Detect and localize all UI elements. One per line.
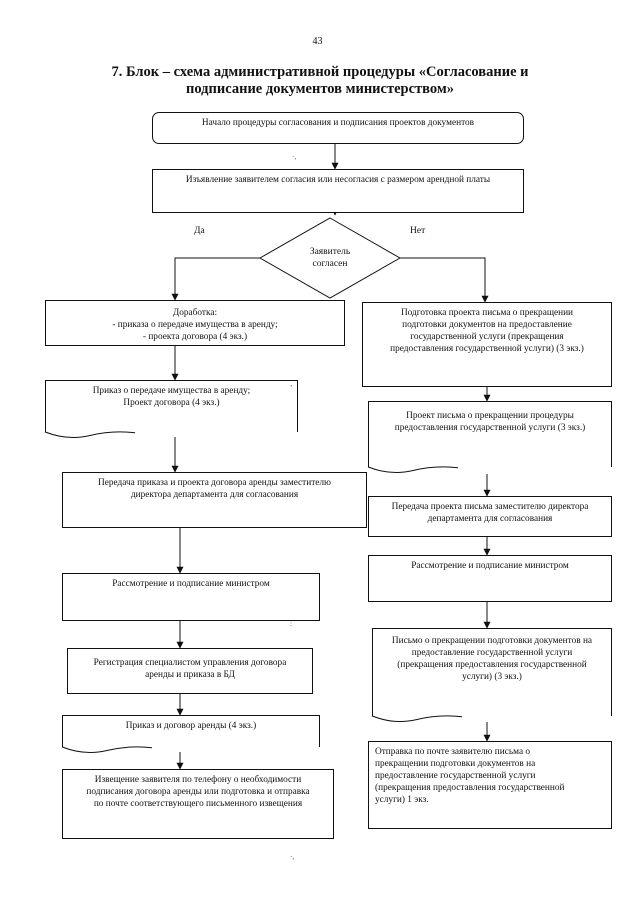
document-wave [45, 431, 135, 440]
minister-review-box-left: Рассмотрение и подписание министром [62, 573, 320, 621]
decision-label: Заявитель согласен [309, 247, 351, 269]
scan-speck: : [290, 620, 292, 628]
title-line-2: подписание документов министерством» [186, 81, 454, 97]
start-box: Начало процедуры согласования и подписан… [152, 112, 524, 144]
rework-box: Доработка: - приказа о передаче имуществ… [45, 300, 345, 346]
page-title: 7. Блок – схема административной процеду… [60, 64, 580, 98]
final-documents-box: Приказ и договор аренды (4 экз.) [62, 715, 320, 747]
registration-box: Регистрация специалистом управления дого… [67, 648, 313, 694]
document-wave [62, 746, 152, 755]
document-wave [372, 715, 462, 724]
notice-box: Извещение заявителя по телефону о необхо… [62, 769, 334, 839]
yes-label: Да [194, 226, 205, 236]
scan-speck: ʼ [290, 384, 293, 392]
statement-box: Изъявление заявителем согласия или несог… [152, 169, 524, 213]
arrow-decision-no [400, 257, 489, 303]
letter-document-box: Письмо о прекращении подготовки документ… [372, 628, 612, 716]
transfer-letter-box: Передача проекта письма заместителю дире… [368, 496, 612, 537]
title-line-1: 7. Блок – схема административной процеду… [111, 64, 529, 80]
draft-letter-document-box: Проект письма о прекращении процедуры пр… [368, 401, 612, 467]
mail-letter-box: Отправка по почте заявителю письма о пре… [368, 741, 612, 829]
order-document-box: Приказ о передаче имущества в аренду; Пр… [45, 380, 298, 432]
no-label: Нет [410, 226, 426, 236]
decision-diamond [258, 217, 402, 299]
transfer-order-box: Передача приказа и проекта договора арен… [62, 472, 367, 528]
scan-speck: ·, [290, 853, 295, 861]
document-wave [368, 466, 458, 475]
prepare-letter-box: Подготовка проекта письма о прекращении … [362, 302, 612, 387]
scan-speck: ·, [292, 153, 297, 161]
page-number: 43 [312, 36, 323, 47]
minister-review-box-right: Рассмотрение и подписание министром [368, 555, 612, 602]
arrow-decision-yes [171, 257, 260, 301]
